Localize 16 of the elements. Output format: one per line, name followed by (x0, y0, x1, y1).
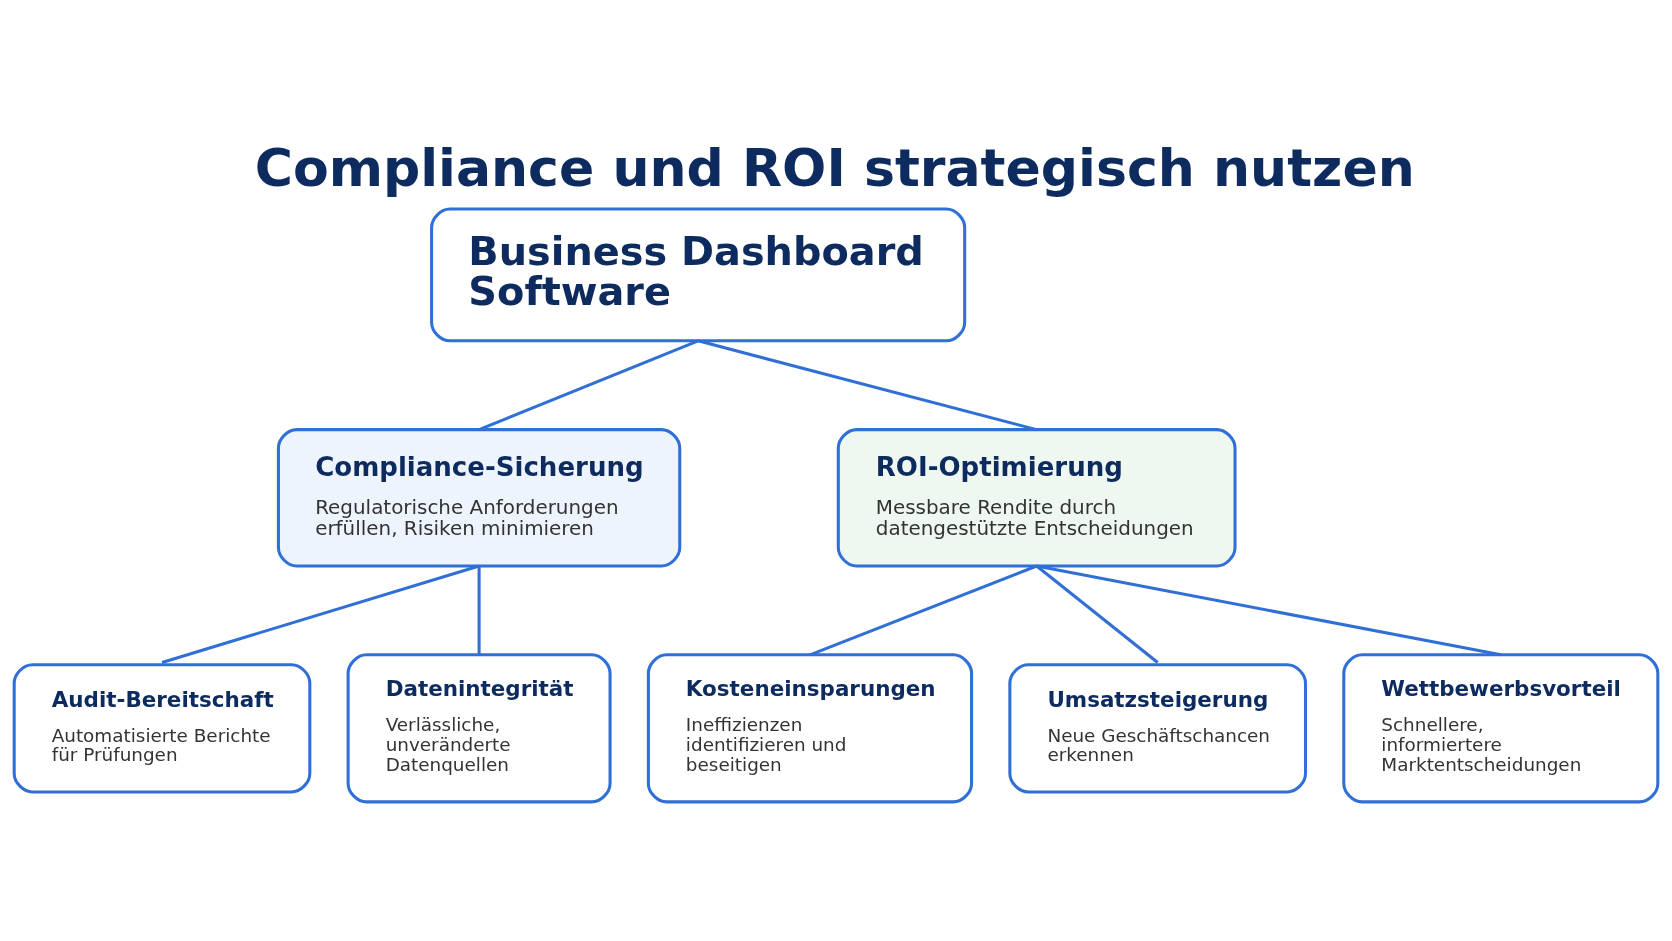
connector (477, 565, 481, 655)
node-box: Business Dashboard Software (430, 207, 967, 342)
node-box: ROI-Optimierung Messbare Rendite durch datengestützte Entscheidungen (836, 427, 1237, 567)
connector (161, 564, 480, 664)
node-box: Compliance-Sicherung Regulatorische Anforderungen erfüllen, Risiken minimieren (276, 427, 682, 567)
node-box: Datenintegrität Verlässliche, unveränderte Datenquellen (346, 652, 612, 803)
node-box: Umsatzsteigerung Neue Geschäftschancen erkennen (1008, 662, 1308, 793)
node-box: Audit-Bereitschaft Automatisierte Berichte für Prüfungen (12, 662, 312, 793)
connector (478, 338, 699, 431)
connector (809, 564, 1038, 656)
node-box: Kosteneinsparungen Ineffizienzen identifizieren und beseitigen (646, 652, 974, 803)
connector (1035, 564, 1159, 664)
diagram-title: Compliance und ROI strategisch nutzen (254, 137, 1415, 198)
connector (697, 338, 1038, 431)
connector (1036, 563, 1502, 656)
node-box: Wettbewerbsvorteil Schnellere, informiertere Marktentscheidungen (1342, 652, 1660, 803)
